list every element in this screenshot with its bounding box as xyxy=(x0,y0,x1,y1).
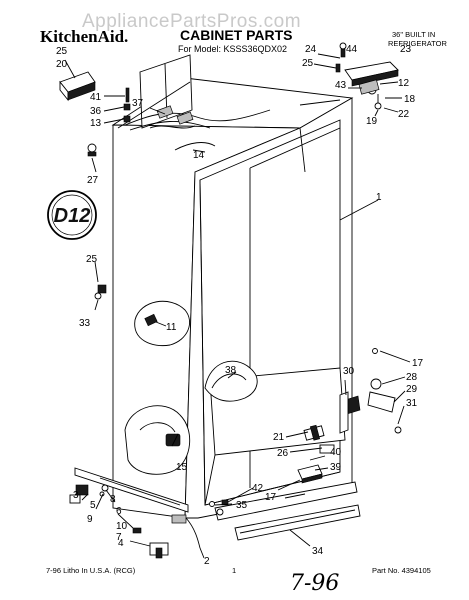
callout-40: 40 xyxy=(330,447,342,458)
callout-42: 42 xyxy=(252,483,264,494)
callout-28: 28 xyxy=(406,372,418,383)
callout-44: 44 xyxy=(346,44,358,55)
callout-22: 22 xyxy=(398,109,410,120)
callout-19: 19 xyxy=(366,116,378,127)
callout-5: 5 xyxy=(90,500,96,511)
callout-10: 10 xyxy=(116,521,128,532)
callout-13: 13 xyxy=(90,118,102,129)
callout-17b: 17 xyxy=(265,492,277,503)
drain-pan-part-15 xyxy=(124,405,191,475)
callout-1: 1 xyxy=(376,192,382,203)
footer-litho: 7-96 Litho In U.S.A. (RCG) xyxy=(46,566,136,575)
callout-3: 3 xyxy=(73,490,79,501)
svg-text:D12: D12 xyxy=(54,205,91,227)
callout-4: 4 xyxy=(118,538,124,549)
screw-hardware xyxy=(87,42,347,300)
callout-35: 35 xyxy=(236,500,248,511)
callout-38: 38 xyxy=(225,365,237,376)
callout-24: 24 xyxy=(305,44,317,55)
base-grille-part-34 xyxy=(214,481,361,541)
callout-43: 43 xyxy=(335,80,347,91)
callout-18: 18 xyxy=(404,94,416,105)
callout-29: 29 xyxy=(406,384,418,395)
footer-handwritten-note: 7-96 xyxy=(290,571,339,596)
callout-33: 33 xyxy=(79,318,91,329)
callout-26: 26 xyxy=(277,448,289,459)
side-note-line-1: 36" BUILT IN xyxy=(392,30,435,39)
side-note-line-2: REFRIGERATOR xyxy=(388,39,447,48)
leader-lines xyxy=(64,53,411,559)
callout-37: 37 xyxy=(132,98,144,109)
callout-labels: 25 20 41 36 13 37 14 27 24 44 23 25 43 1… xyxy=(56,44,424,567)
lower-front-hardware xyxy=(297,424,335,484)
callout-12: 12 xyxy=(398,78,410,89)
diagram-title: CABINET PARTS xyxy=(180,27,293,43)
callout-34: 34 xyxy=(312,546,324,557)
callout-36: 36 xyxy=(90,106,102,117)
watermark: AppliancePartsPros.com xyxy=(82,11,301,32)
duct-part-11 xyxy=(134,300,190,347)
leveling-hardware-group xyxy=(69,467,229,559)
callout-6: 6 xyxy=(116,506,122,517)
bracket-part-20 xyxy=(59,71,96,102)
callout-27: 27 xyxy=(87,175,99,186)
callout-31: 31 xyxy=(406,398,418,409)
callout-11: 11 xyxy=(166,322,177,333)
callout-25b: 25 xyxy=(302,58,314,69)
callout-9: 9 xyxy=(87,514,93,525)
callout-25a: 25 xyxy=(56,46,68,57)
footer-page-number: 1 xyxy=(232,566,236,575)
callout-25c: 25 xyxy=(86,254,98,265)
footer-part-number: Part No. 4394105 xyxy=(372,566,431,575)
brand-logo: KitchenAid. xyxy=(40,27,128,46)
callout-17a: 17 xyxy=(412,358,424,369)
callout-30: 30 xyxy=(343,366,355,377)
callout-21: 21 xyxy=(273,432,285,443)
callout-41: 41 xyxy=(90,92,102,103)
callout-8: 8 xyxy=(110,494,116,505)
callout-14: 14 xyxy=(193,150,205,161)
hinge-bracket-part-23 xyxy=(344,61,399,110)
callout-7: 7 xyxy=(116,532,122,543)
callout-15: 15 xyxy=(176,462,188,473)
d12-stamp: D12 xyxy=(47,190,97,240)
callout-2: 2 xyxy=(204,556,210,567)
callout-23: 23 xyxy=(400,44,412,55)
right-hardware-group xyxy=(339,348,402,434)
callout-39: 39 xyxy=(330,462,342,473)
model-line: For Model: KSSS36QDX02 xyxy=(178,44,287,54)
callout-20: 20 xyxy=(56,59,68,70)
air-duct-part-38 xyxy=(204,360,258,402)
